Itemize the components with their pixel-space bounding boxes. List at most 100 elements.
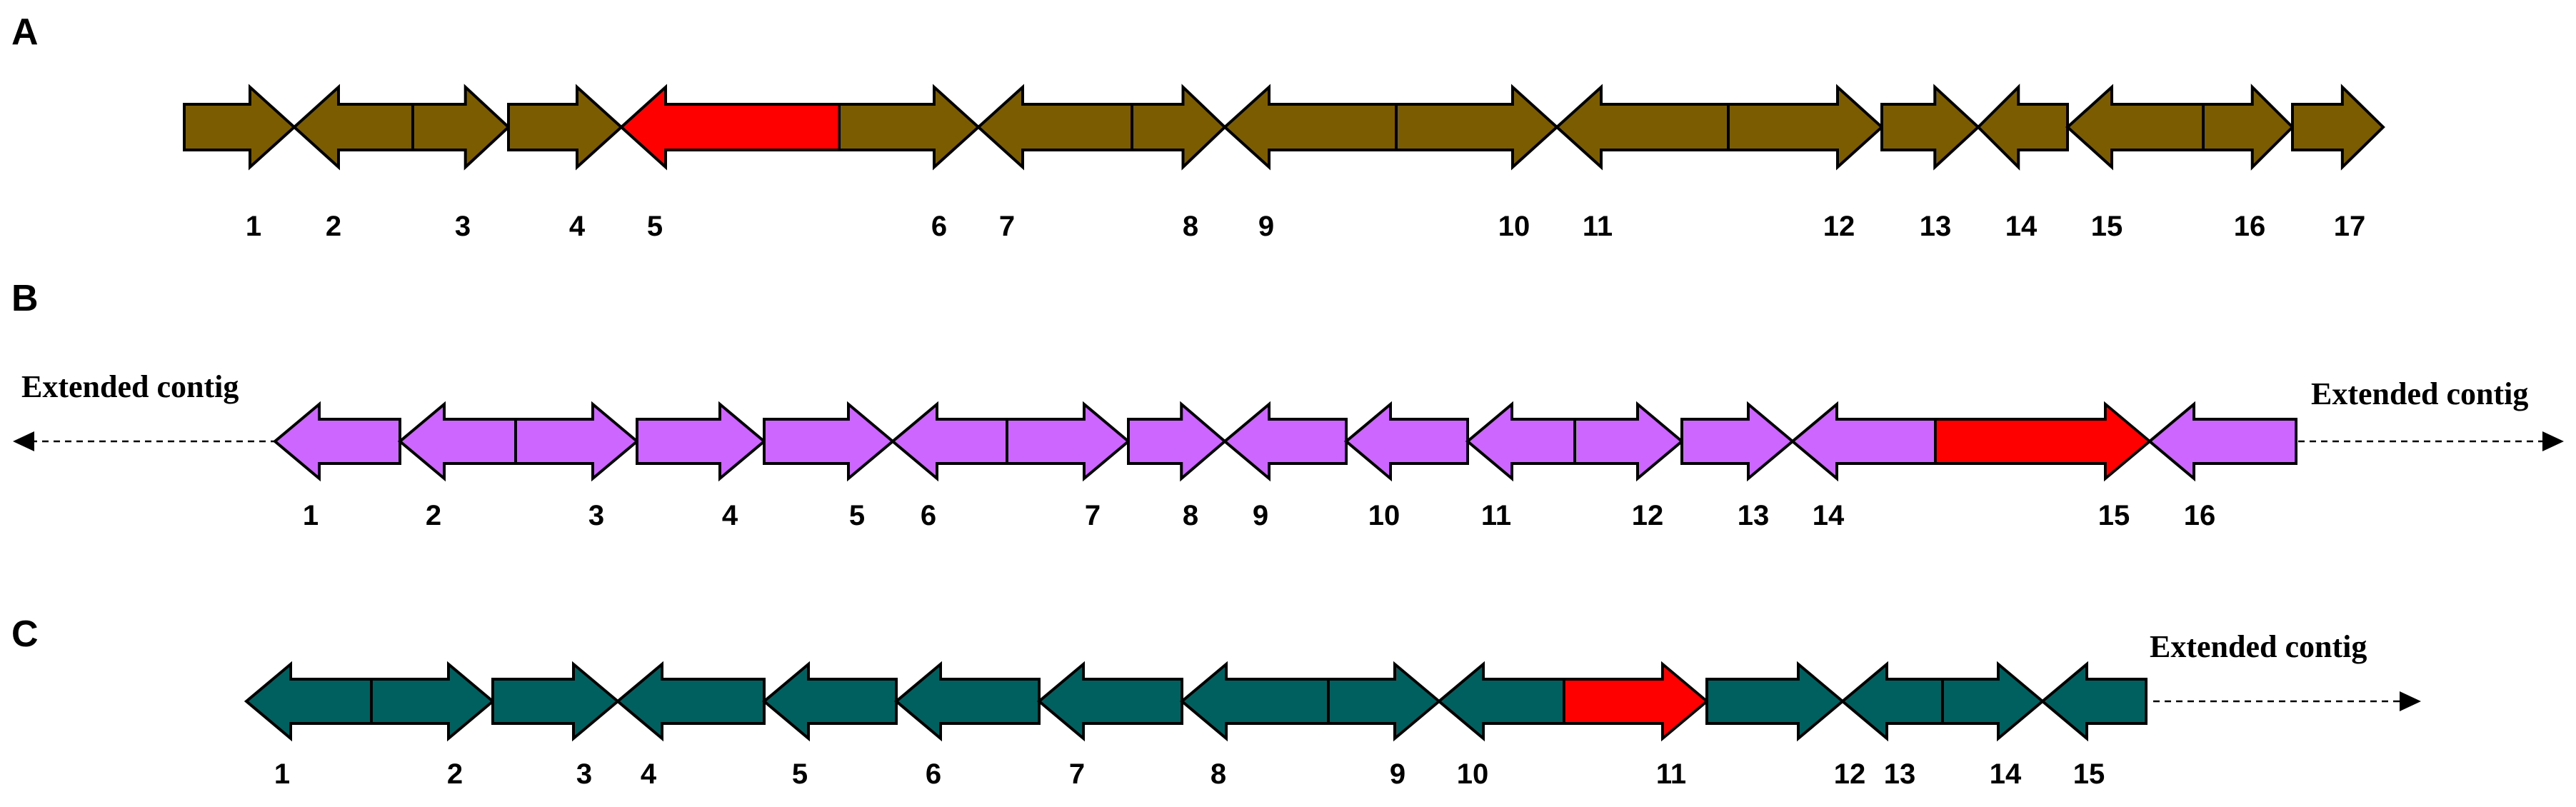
gene-arrow-1 — [272, 401, 401, 482]
gene-number-label: 6 — [926, 758, 941, 790]
gene-number-label: 3 — [455, 211, 471, 242]
left-extension-arrowhead — [13, 431, 34, 451]
gene-arrow-16 — [2147, 401, 2297, 482]
gene-number-label: 15 — [2073, 758, 2105, 790]
gene-number-label: 13 — [1920, 211, 1952, 242]
gene-number-label: 14 — [1990, 758, 2022, 790]
gene-arrow-3 — [514, 401, 640, 482]
gene-arrow-6 — [890, 401, 1008, 482]
right-extended-contig-label: Extended contig — [2150, 629, 2367, 664]
gene-arrow-7 — [1036, 661, 1183, 742]
panel-letter: A — [11, 11, 39, 53]
gene-arrow-3 — [491, 661, 621, 742]
gene-arrow-5-highlighted — [619, 84, 841, 171]
gene-number-label: 4 — [641, 758, 657, 790]
gene-number-label: 11 — [1656, 758, 1686, 790]
gene-arrow-13 — [1880, 84, 1980, 171]
gene-number-label: 3 — [576, 758, 592, 790]
gene-arrow-14 — [1976, 84, 2069, 171]
gene-number-label: 6 — [921, 500, 936, 531]
gene-arrow-4 — [636, 401, 767, 482]
gene-number-label: 8 — [1183, 211, 1198, 242]
gene-number-label: 1 — [303, 500, 319, 531]
gene-number-label: 8 — [1211, 758, 1226, 790]
gene-number-label: 4 — [722, 500, 738, 531]
gene-number-label: 17 — [2334, 211, 2366, 242]
gene-arrow-12 — [1727, 84, 1884, 171]
right-extension-arrowhead — [2542, 431, 2564, 451]
gene-arrow-12 — [1705, 661, 1845, 742]
gene-number-label: 9 — [1258, 211, 1274, 242]
gene-arrow-15 — [2040, 661, 2147, 742]
gene-number-label: 15 — [2091, 211, 2123, 242]
gene-arrow-5 — [763, 401, 896, 482]
gene-arrow-10 — [1343, 401, 1469, 482]
gene-arrow-10 — [1436, 661, 1565, 742]
gene-arrow-2 — [397, 401, 517, 482]
gene-number-label: 14 — [2005, 211, 2038, 242]
gene-arrow-2 — [370, 661, 496, 742]
gene-arrow-12 — [1573, 401, 1685, 482]
panel-letter: B — [11, 278, 39, 319]
gene-arrow-7 — [1006, 401, 1131, 482]
gene-arrow-9 — [1223, 84, 1398, 171]
gene-number-label: 10 — [1498, 211, 1530, 242]
gene-number-label: 9 — [1253, 500, 1268, 531]
panel-letter: C — [11, 613, 39, 655]
gene-number-label: 16 — [2184, 500, 2216, 531]
gene-number-label: 12 — [1834, 758, 1866, 790]
gene-number-label: 16 — [2234, 211, 2266, 242]
gene-arrow-5 — [761, 661, 898, 742]
gene-arrow-13 — [1680, 401, 1795, 482]
gene-number-label: 2 — [326, 211, 341, 242]
gene-arrow-14 — [1941, 661, 2045, 742]
gene-arrow-10 — [1395, 84, 1559, 171]
right-extended-contig-label: Extended contig — [2311, 376, 2528, 411]
gene-arrow-9 — [1327, 661, 1442, 742]
gene-arrow-15 — [2065, 84, 2205, 171]
gene-number-label: 4 — [569, 211, 586, 242]
gene-arrow-6 — [838, 84, 981, 171]
gene-arrow-1 — [183, 84, 296, 171]
gene-number-label: 10 — [1368, 500, 1400, 531]
gene-number-label: 12 — [1632, 500, 1664, 531]
gene-number-label: 11 — [1481, 500, 1511, 531]
gene-number-label: 15 — [2098, 500, 2130, 531]
gene-arrow-4 — [615, 661, 766, 742]
gene-arrow-8 — [1127, 401, 1228, 482]
gene-arrow-11-highlighted — [1563, 661, 1710, 742]
gene-number-label: 2 — [447, 758, 463, 790]
gene-number-label: 3 — [588, 500, 604, 531]
gene-number-label: 5 — [647, 211, 663, 242]
gene-arrow-4 — [507, 84, 623, 171]
gene-arrow-9 — [1222, 401, 1348, 482]
gene-arrow-8 — [1179, 661, 1330, 742]
gene-arrow-17 — [2291, 84, 2385, 171]
gene-arrow-11 — [1555, 84, 1730, 171]
gene-number-label: 8 — [1183, 500, 1198, 531]
gene-number-label: 13 — [1884, 758, 1916, 790]
gene-number-label: 2 — [426, 500, 441, 531]
gene-number-label: 7 — [1085, 500, 1101, 531]
gene-number-label: 10 — [1457, 758, 1489, 790]
gene-number-label: 7 — [999, 211, 1015, 242]
right-extension-arrowhead — [2400, 691, 2421, 711]
gene-arrow-14 — [1790, 401, 1937, 482]
gene-arrow-15-highlighted — [1934, 401, 2152, 482]
gene-arrow-8 — [1131, 84, 1227, 171]
gene-number-label: 5 — [849, 500, 865, 531]
gene-number-label: 11 — [1583, 211, 1613, 242]
gene-number-label: 12 — [1823, 211, 1855, 242]
gene-number-label: 14 — [1813, 500, 1845, 531]
gene-number-label: 6 — [931, 211, 947, 242]
gene-arrow-7 — [976, 84, 1133, 171]
gene-arrow-16 — [2202, 84, 2295, 171]
gene-number-label: 5 — [792, 758, 808, 790]
gene-number-label: 7 — [1069, 758, 1085, 790]
gene-arrow-3 — [411, 84, 511, 171]
gene-arrow-13 — [1840, 661, 1944, 742]
